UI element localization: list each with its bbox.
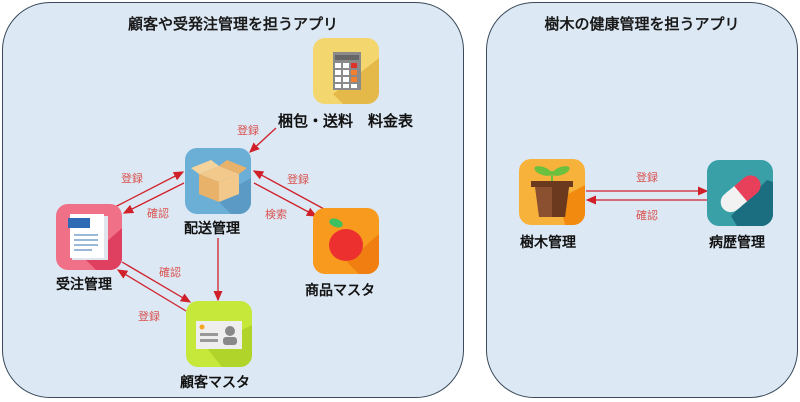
node-label-fees: 梱包・送料 料金表 [278,112,414,130]
panel-title: 樹木の健康管理を担うアプリ [544,15,740,33]
panel-title: 顧客や受発注管理を担うアプリ [127,15,338,33]
calculator-icon [313,38,379,104]
id-card-icon [186,301,252,367]
apple-icon [313,208,379,274]
box-icon [185,148,251,214]
edge-label-fees-shipping: 登録 [237,124,259,137]
node-label-trees: 樹木管理 [520,235,576,251]
plant-pot-icon [519,159,585,225]
edge-label-trees-history: 登録 [636,171,658,184]
edge-label-history-trees: 確認 [636,209,658,222]
edge-label-shipping-orders: 確認 [147,207,169,220]
node-label-history: 病歴管理 [709,235,765,251]
edge-label-customers-orders: 登録 [138,310,160,323]
edge-label-orders-shipping: 登録 [121,172,143,185]
capsule-icon [707,160,773,226]
edge-label-orders-customers: 確認 [159,266,181,279]
node-label-customers: 顧客マスタ [180,375,250,391]
edge-label-shipping-products: 検索 [265,208,287,221]
node-label-shipping: 配送管理 [184,221,240,237]
node-label-orders: 受注管理 [56,277,112,293]
edge-label-products-shipping: 登録 [287,173,309,186]
document-icon [56,204,122,270]
node-label-products: 商品マスタ [305,283,375,299]
